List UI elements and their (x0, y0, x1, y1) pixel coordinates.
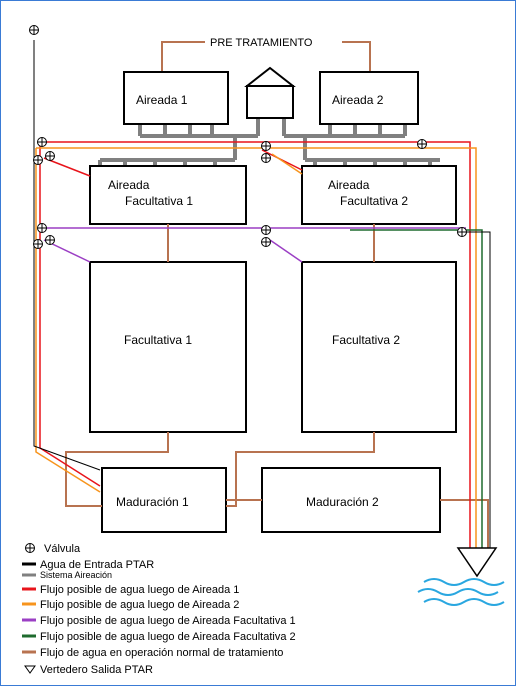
tank-aireada-1 (123, 71, 229, 125)
legend-label: Vertedero Salida PTAR (40, 664, 153, 676)
tank-aireada-facultativa-1 (89, 165, 247, 225)
tank-maduracion-2-label: Maduración 2 (306, 495, 379, 509)
valve-icon (261, 153, 271, 163)
tank-facultativa-1-label: Facultativa 1 (124, 333, 192, 347)
inlet-flow-line (33, 40, 491, 548)
tank-aireada-facultativa-2 (301, 165, 457, 225)
legend-weir-icon (24, 665, 36, 674)
tank-maduracion-1 (101, 467, 227, 533)
valve-icon (37, 223, 47, 233)
valve-icon (457, 227, 467, 237)
legend-label: Agua de Entrada PTAR (40, 559, 154, 571)
valve-icon (29, 25, 39, 35)
pretreatment-label: PRE TRATAMIENTO (210, 37, 313, 49)
tank-aireada-facultativa-2-label-line2: Facultativa 2 (340, 194, 408, 208)
valve-icon (33, 155, 43, 165)
tank-aireada-2-label: Aireada 2 (332, 93, 384, 107)
aireada-2-flow-lines (35, 147, 477, 548)
valve-icon (261, 141, 271, 151)
legend-label: Flujo posible de agua luego de Aireada 2 (40, 599, 239, 611)
blower-icon (244, 66, 296, 119)
legend: Válvula Agua de Entrada PTAR Sistema Air… (22, 543, 296, 676)
tank-aireada-facultativa-1-label-line1: Aireada (108, 178, 150, 192)
valve-icon (33, 239, 43, 249)
valve-icon (261, 237, 271, 247)
legend-label: Flujo posible de agua luego de Aireada 1 (40, 584, 239, 596)
legend-valve-icon (25, 543, 35, 553)
tank-facultativa-2-label: Facultativa 2 (332, 333, 400, 347)
aireada-facultativa-2-flow-lines (350, 229, 483, 548)
valve-icon (261, 225, 271, 235)
valve-icon (37, 137, 47, 147)
tank-facultativa-2 (301, 261, 457, 433)
tank-aireada-2 (319, 71, 419, 125)
valve-icon (45, 235, 55, 245)
valve-icon (417, 139, 427, 149)
legend-label: Flujo de agua en operación normal de tra… (40, 647, 283, 659)
tank-aireada-1-label: Aireada 1 (136, 93, 188, 107)
normal-flow-lines (65, 224, 489, 548)
valves (29, 25, 467, 249)
legend-label: Flujo posible de agua luego de Aireada F… (40, 631, 296, 643)
aireada-facultativa-1-flow-lines (43, 227, 466, 263)
legend-label: Válvula (44, 543, 81, 555)
receiving-water-icon (417, 578, 505, 606)
tank-aireada-facultativa-2-label-line1: Aireada (328, 178, 370, 192)
tank-facultativa-1 (89, 261, 247, 433)
legend-label: Sistema Aireación (40, 570, 112, 580)
weir-icon (456, 547, 498, 578)
tank-aireada-facultativa-1-label-line2: Facultativa 1 (125, 194, 193, 208)
tank-maduracion-2 (261, 467, 441, 533)
tank-maduracion-1-label: Maduración 1 (116, 495, 189, 509)
pretreatment-connector (161, 41, 371, 72)
legend-label: Flujo posible de agua luego de Aireada F… (40, 615, 296, 627)
valve-icon (45, 151, 55, 161)
